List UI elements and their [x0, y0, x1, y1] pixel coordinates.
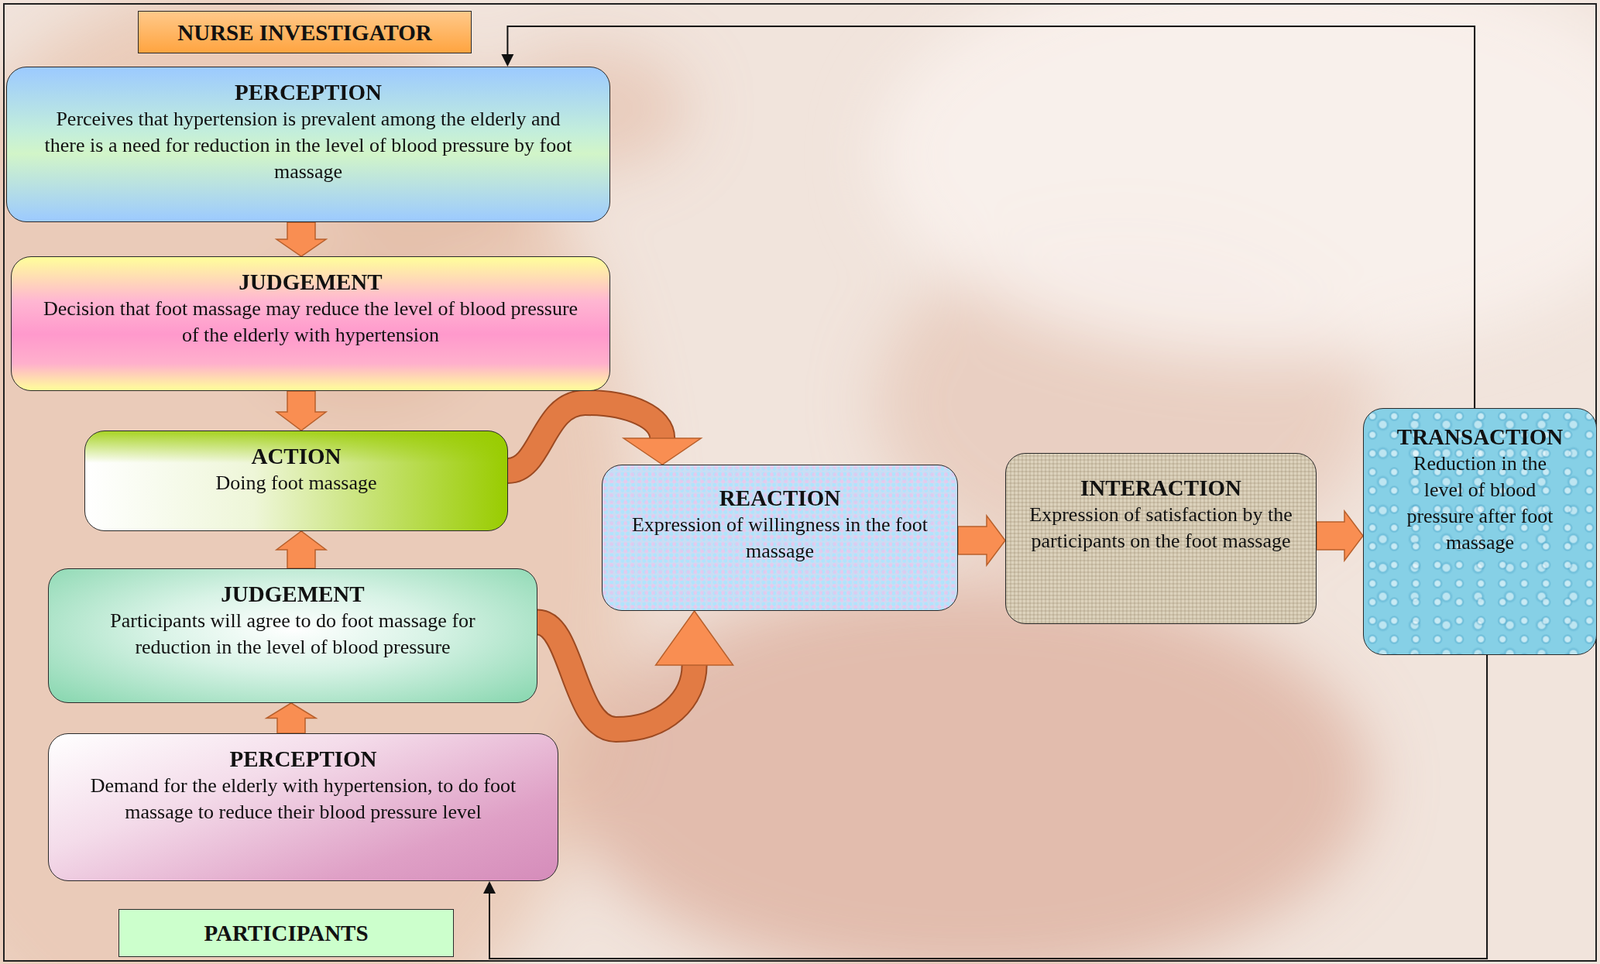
curved-arrow	[537, 611, 734, 730]
curved-arrow	[508, 402, 701, 471]
concept-box: TRANSACTIONReduction in the level of blo…	[1363, 408, 1597, 656]
block-arrow-shape	[957, 515, 1006, 566]
photo-shade	[565, 580, 1371, 964]
block-arrow	[1316, 511, 1364, 561]
heading-text: PERCEPTION	[79, 745, 527, 773]
feedback-line-path	[507, 26, 1475, 409]
heading-text: JUDGEMENT	[79, 580, 506, 608]
photo-shade	[0, 0, 636, 964]
body-text: Doing foot massage	[100, 470, 492, 497]
heading-text: INTERACTION	[1021, 473, 1301, 502]
concept-box: JUDGEMENTDecision that foot massage may …	[10, 256, 611, 392]
heading-text: NURSE INVESTIGATOR	[177, 18, 433, 47]
heading-text: TRANSACTION	[1391, 422, 1569, 451]
body-text: Expression of willingness in the foot ma…	[625, 511, 934, 565]
outer-frame	[3, 3, 1597, 962]
body-text: Perceives that hypertension is prevalent…	[37, 106, 579, 186]
heading-text: PARTICIPANTS	[203, 919, 368, 948]
body-text: Demand for the elderly with hypertension…	[79, 772, 527, 826]
block-arrow-shape	[276, 391, 327, 431]
arrow-head	[501, 54, 514, 67]
body-text: Expression of satisfaction by the partic…	[1021, 501, 1301, 555]
body-text: Decision that foot massage may reduce th…	[42, 295, 579, 349]
concept-box: JUDGEMENTParticipants will agree to do f…	[48, 568, 538, 704]
concept-box: PERCEPTIONPerceives that hypertension is…	[6, 66, 611, 223]
feedback-line-path	[489, 655, 1487, 959]
feedback-line	[501, 26, 1475, 409]
curved-arrow-body	[508, 402, 663, 471]
arrow-head	[655, 611, 734, 666]
photo-highlight	[875, 0, 1600, 357]
concept-box: REACTIONExpression of willingness in the…	[601, 464, 958, 612]
block-arrow	[266, 703, 316, 734]
curved-arrow-body	[537, 622, 695, 730]
block-arrow-shape	[276, 222, 327, 257]
block-arrow	[276, 222, 327, 257]
heading-text: REACTION	[625, 484, 934, 512]
curved-arrow-outline	[537, 622, 695, 730]
heading-text: PERCEPTION	[37, 78, 579, 107]
block-arrow-shape	[266, 703, 316, 734]
concept-box: PERCEPTIONDemand for the elderly with hy…	[48, 733, 559, 882]
block-arrow-shape	[1316, 511, 1364, 561]
feedback-line	[483, 655, 1487, 959]
body-text: Reduction in the level of blood pressure…	[1391, 450, 1569, 557]
block-arrow	[276, 531, 327, 569]
heading-text: ACTION	[100, 442, 492, 471]
block-arrow	[276, 391, 327, 431]
block-arrow-shape	[276, 531, 327, 569]
heading-text: JUDGEMENT	[42, 267, 579, 296]
role-label-box: PARTICIPANTS	[118, 909, 454, 958]
arrow-head	[483, 881, 496, 894]
arrow-head	[623, 438, 701, 465]
role-label-box: NURSE INVESTIGATOR	[137, 10, 472, 54]
curved-arrow-outline	[508, 402, 663, 471]
block-arrow	[957, 515, 1006, 566]
concept-box: ACTIONDoing foot massage	[84, 430, 509, 532]
concept-box: INTERACTIONExpression of satisfaction by…	[1005, 453, 1317, 625]
body-text: Participants will agree to do foot massa…	[79, 607, 506, 661]
